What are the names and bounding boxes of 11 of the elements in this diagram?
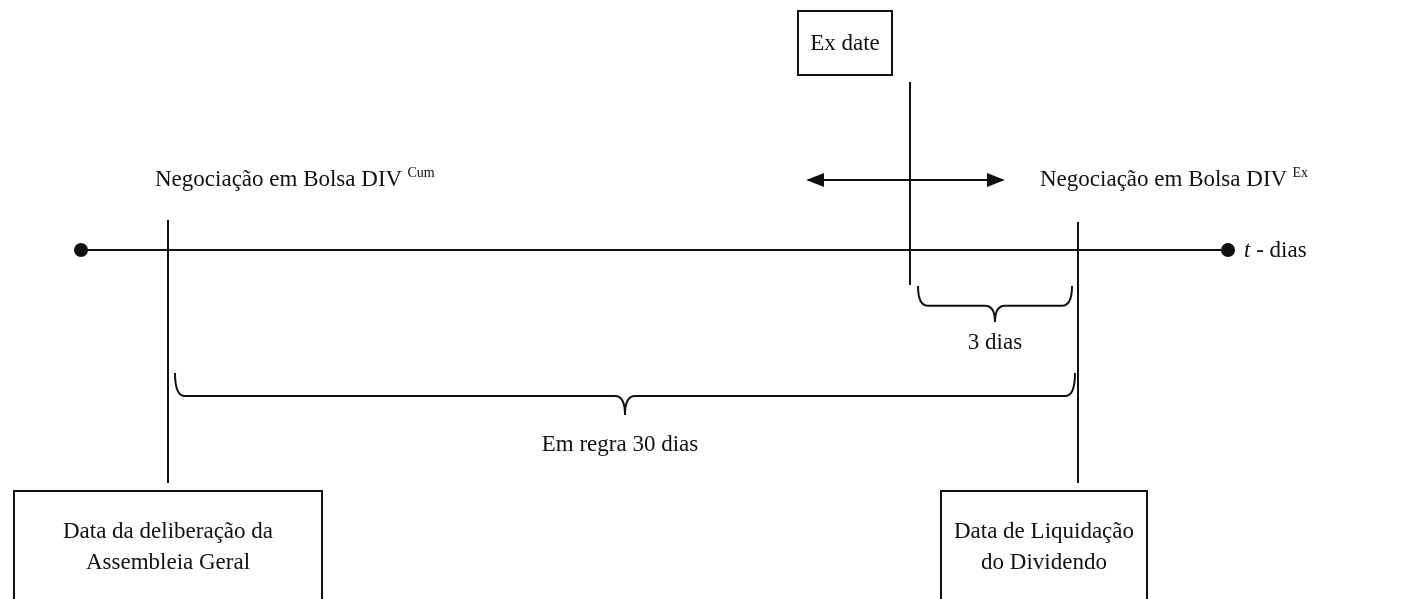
axis-label: t - dias <box>1244 238 1307 261</box>
period-label: Negociação em Bolsa DIV $^{Ex}$ <box>1040 166 1309 190</box>
date-label: Data da deliberação da Assembleia Geral <box>61 516 275 576</box>
date-box <box>797 10 893 76</box>
date-box <box>940 490 1148 599</box>
date-label: Ex date <box>810 29 880 58</box>
duration-label: Em regra 30 dias <box>541 432 699 455</box>
duration-label: 3 dias <box>967 330 1023 353</box>
date-box <box>13 490 323 599</box>
date-label: Data de Liquidação do Dividendo <box>952 516 1136 576</box>
period-label: Negociação em Bolsa DIV $^{Cum}$ <box>155 166 435 190</box>
